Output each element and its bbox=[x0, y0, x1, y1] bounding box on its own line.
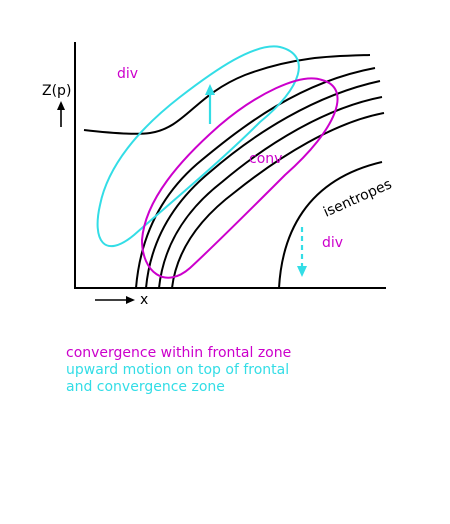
isentrope-1 bbox=[83, 54, 371, 135]
y-axis-label: Z(p) bbox=[42, 83, 71, 99]
isentrope-6 bbox=[278, 161, 383, 289]
convergence-ellipse bbox=[140, 77, 339, 279]
isentrope-4 bbox=[158, 96, 383, 289]
x-axis-arrow bbox=[95, 296, 135, 304]
isentrope-5 bbox=[171, 112, 385, 289]
caption: convergence within frontal zone upward m… bbox=[66, 345, 406, 396]
isentropes-frontal bbox=[83, 54, 385, 289]
isentrope-2 bbox=[135, 67, 376, 289]
axes bbox=[74, 42, 386, 289]
div-lower-label: div bbox=[322, 235, 343, 251]
downward-motion-arrow bbox=[297, 227, 307, 277]
div-upper-label: div bbox=[117, 66, 138, 82]
isentrope-3 bbox=[145, 80, 381, 289]
conv-label: conv bbox=[249, 151, 282, 167]
caption-line-1: convergence within frontal zone bbox=[66, 345, 292, 361]
caption-line-2: upward motion on top of frontal bbox=[66, 362, 290, 378]
caption-line-3: and convergence zone bbox=[66, 379, 225, 395]
y-axis-arrow bbox=[57, 101, 65, 127]
x-axis-label: x bbox=[140, 292, 148, 308]
upward-motion-ellipse bbox=[96, 45, 300, 248]
upward-motion-arrow bbox=[205, 84, 215, 124]
